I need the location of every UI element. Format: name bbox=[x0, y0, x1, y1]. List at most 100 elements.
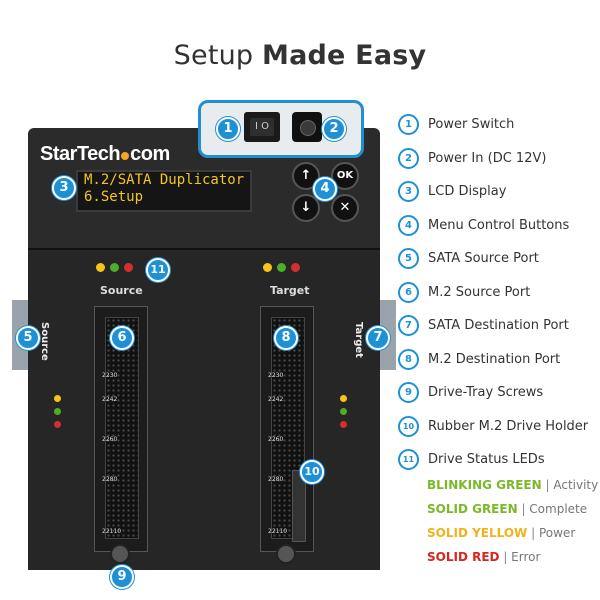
brand-logo: StarTech com bbox=[40, 143, 170, 166]
power-switch[interactable]: I O bbox=[244, 112, 280, 142]
status-desc: Error bbox=[511, 550, 541, 564]
band-target-label: Target bbox=[270, 284, 310, 297]
legend-item: 7 SATA Destination Port bbox=[398, 309, 588, 343]
status-line: BLINKING GREEN | Activity bbox=[427, 478, 598, 492]
status-key: BLINKING GREEN bbox=[427, 478, 542, 492]
device-bottom bbox=[28, 300, 380, 570]
callout-badge: 8 bbox=[274, 326, 298, 350]
brand-part2: com bbox=[130, 143, 170, 165]
tray-mark: 2260 bbox=[268, 436, 284, 443]
led-green bbox=[277, 263, 286, 272]
callout-badge: 11 bbox=[146, 258, 170, 282]
legend-number-icon: 9 bbox=[398, 382, 419, 404]
legend-item: 11 Drive Status LEDs bbox=[398, 443, 588, 477]
legend-list: 1 Power Switch 2 Power In (DC 12V) 3 LCD Di… bbox=[398, 108, 588, 477]
tray-mark: 2280 bbox=[102, 476, 118, 483]
callout-badge: 1 bbox=[216, 117, 240, 141]
tray-screw-icon[interactable] bbox=[276, 544, 296, 564]
status-line: SOLID GREEN | Complete bbox=[427, 502, 587, 516]
legend-number-icon: 7 bbox=[398, 315, 419, 337]
led-green bbox=[54, 408, 61, 415]
legend-item: 1 Power Switch bbox=[398, 108, 588, 142]
lcd-line-2: 6.Setup bbox=[84, 189, 144, 205]
status-sep: | bbox=[527, 526, 539, 540]
status-sep: | bbox=[499, 550, 512, 564]
callout-badge: 2 bbox=[322, 117, 346, 141]
legend-item: 3 LCD Display bbox=[398, 175, 588, 209]
dc-jack-icon bbox=[300, 120, 316, 136]
status-desc: Power bbox=[538, 526, 576, 540]
m2-source-tray[interactable]: 2230 2242 2260 2280 22110 bbox=[94, 306, 148, 552]
legend-label: LCD Display bbox=[428, 184, 507, 200]
led-green bbox=[340, 408, 347, 415]
lcd-display: M.2/SATA Duplicator 6.Setup bbox=[76, 170, 252, 212]
status-line: SOLID RED | Error bbox=[427, 550, 540, 564]
source-side-leds bbox=[54, 395, 61, 428]
led-yellow bbox=[96, 263, 105, 272]
legend-label: Menu Control Buttons bbox=[428, 217, 570, 233]
status-key: SOLID YELLOW bbox=[427, 526, 528, 540]
dc-power-input bbox=[292, 112, 322, 142]
legend-label: Power In (DC 12V) bbox=[428, 150, 547, 166]
led-red bbox=[124, 263, 133, 272]
band-source-label: Source bbox=[100, 284, 143, 297]
m2-target-slot: 2230 2242 2260 2280 22110 bbox=[268, 317, 305, 539]
legend-number-icon: 11 bbox=[398, 449, 419, 471]
m2-source-slot: 2230 2242 2260 2280 22110 bbox=[102, 317, 139, 539]
legend-number-icon: 8 bbox=[398, 348, 419, 370]
rubber-drive-holder bbox=[292, 470, 306, 542]
tray-mark: 2242 bbox=[268, 396, 284, 403]
legend-label: M.2 Source Port bbox=[428, 284, 531, 300]
legend-label: Rubber M.2 Drive Holder bbox=[428, 418, 589, 434]
target-leds bbox=[263, 263, 300, 272]
cancel-button[interactable]: ✕ bbox=[331, 194, 359, 222]
legend-number-icon: 5 bbox=[398, 248, 419, 270]
title-bold: Made Easy bbox=[262, 40, 427, 71]
down-button[interactable]: ↓ bbox=[292, 194, 320, 222]
callout-badge: 9 bbox=[110, 565, 134, 589]
led-yellow bbox=[54, 395, 61, 402]
legend-item: 4 Menu Control Buttons bbox=[398, 209, 588, 243]
m2-target-tray[interactable]: 2230 2242 2260 2280 22110 bbox=[260, 306, 314, 552]
tray-mark: 2280 bbox=[268, 476, 284, 483]
callout-badge: 4 bbox=[313, 177, 337, 201]
led-yellow bbox=[263, 263, 272, 272]
legend-label: SATA Source Port bbox=[428, 251, 539, 267]
legend-number-icon: 2 bbox=[398, 147, 419, 169]
legend-label: SATA Destination Port bbox=[428, 318, 569, 334]
tray-screw-icon[interactable] bbox=[110, 544, 130, 564]
tray-mark: 2230 bbox=[102, 372, 118, 379]
page-title: Setup Made Easy bbox=[0, 40, 600, 71]
led-red bbox=[291, 263, 300, 272]
tray-mark: 2242 bbox=[102, 396, 118, 403]
status-sep: | bbox=[517, 502, 530, 516]
led-band bbox=[28, 248, 380, 300]
callout-badge: 7 bbox=[366, 326, 390, 350]
callout-badge: 10 bbox=[300, 460, 324, 484]
callout-badge: 6 bbox=[110, 326, 134, 350]
legend-label: Drive Status LEDs bbox=[428, 452, 545, 468]
status-key: SOLID RED bbox=[427, 550, 500, 564]
legend-number-icon: 6 bbox=[398, 281, 419, 303]
led-green bbox=[110, 263, 119, 272]
lcd-line-1: M.2/SATA Duplicator bbox=[84, 172, 245, 188]
legend-number-icon: 4 bbox=[398, 214, 419, 236]
tray-mark: 22110 bbox=[102, 528, 122, 535]
legend-item: 2 Power In (DC 12V) bbox=[398, 142, 588, 176]
legend-item: 6 M.2 Source Port bbox=[398, 276, 588, 310]
title-light: Setup bbox=[173, 40, 263, 71]
legend-number-icon: 1 bbox=[398, 114, 419, 136]
brand-part1: StarTech bbox=[40, 143, 121, 165]
led-red bbox=[54, 421, 61, 428]
source-leds bbox=[96, 263, 133, 272]
status-desc: Activity bbox=[553, 478, 599, 492]
legend-number-icon: 3 bbox=[398, 181, 419, 203]
callout-badge: 5 bbox=[16, 326, 40, 350]
side-source-label: Source bbox=[39, 322, 50, 361]
tray-mark: 22110 bbox=[268, 528, 288, 535]
callout-badge: 3 bbox=[52, 176, 76, 200]
legend-label: Power Switch bbox=[428, 117, 515, 133]
tray-mark: 2230 bbox=[268, 372, 284, 379]
